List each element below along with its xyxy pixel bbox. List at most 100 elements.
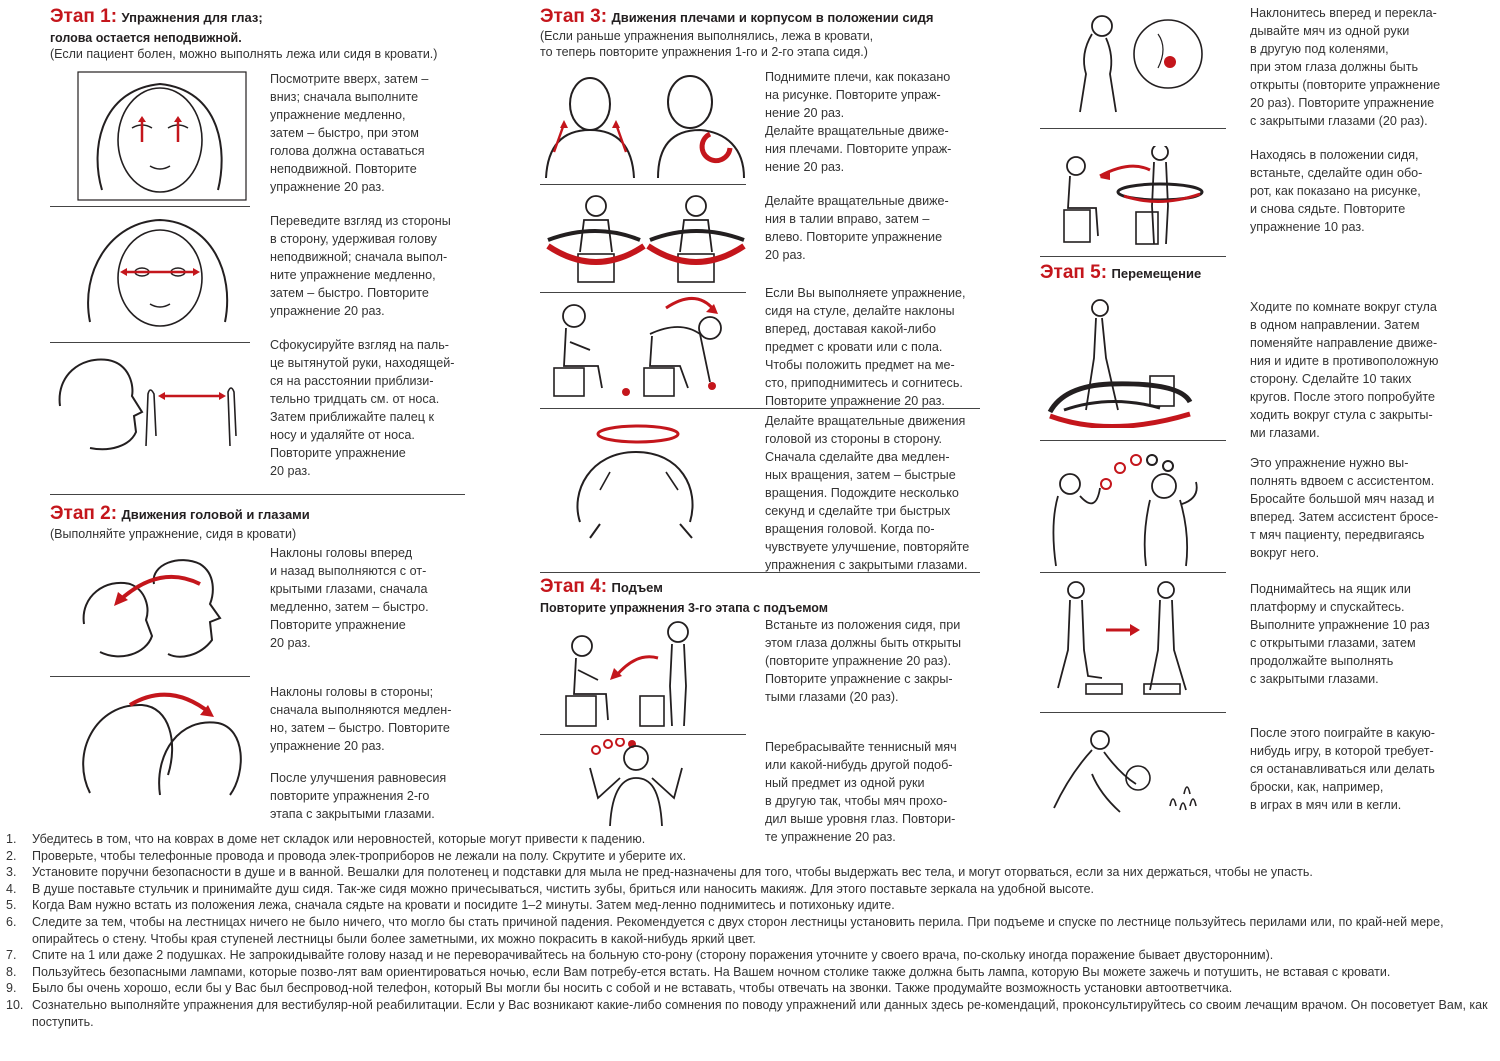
bowling-illustration: [1053, 730, 1197, 813]
exercise-stand-up: Встаньте из положения сидя, при этом гла…: [540, 616, 980, 736]
tip-text: Пользуйтесь безопасными лампами, которые…: [32, 964, 1391, 979]
tip-number: 2.: [6, 848, 17, 863]
exercise-eyes-side-to-side-text: Переведите взгляд из стороны в сторону, …: [270, 214, 451, 318]
tip-text: Следите за тем, чтобы на лестницах ничег…: [32, 914, 1444, 946]
ball-toss-illustration: [589, 738, 683, 827]
tip-text: Когда Вам нужно встать из положения лежа…: [32, 898, 895, 913]
divider: [1040, 572, 1226, 573]
face-eyes-side-illustration: [87, 218, 229, 327]
list-item: 1. Убедитесь в том, что на коврах в доме …: [6, 831, 1490, 848]
stage-3-note-2: то теперь повторите упражнения 1-го и 2-…: [540, 45, 868, 59]
stage-1-subtitle: голова остается неподвижной.: [50, 31, 242, 45]
list-item: 2. Проверьте, чтобы телефонные провода и …: [6, 848, 1490, 865]
face-eyes-up-down-illustration: [77, 71, 247, 201]
step-platform-illustration: [1057, 581, 1187, 695]
tip-text: Было бы очень хорошо, если бы у Вас был …: [32, 981, 1233, 996]
divider: [1040, 712, 1226, 713]
exercise-stand-up-text: Встаньте из положения сидя, при этом гла…: [765, 618, 962, 704]
stage-1-number: Этап 1:: [50, 6, 118, 27]
stage-5-heading: Этап 5: Перемещение: [1040, 262, 1201, 284]
stage-2-title: Движения головой и глазами: [121, 507, 310, 522]
exercise-head-side-tilt-text: Наклоны головы в стороны; сначала выполн…: [270, 685, 452, 753]
tip-text: Проверьте, чтобы телефонные провода и пр…: [32, 848, 687, 863]
exercise-finger-focus-text: Сфокусируйте взгляд на паль- це вытянуто…: [270, 338, 455, 478]
tip-number: 8.: [6, 964, 17, 979]
exercise-bend-forward: Если Вы выполняете упражнение, сидя на с…: [540, 284, 980, 414]
exercise-walk-around-chair: Ходите по комнате вокруг стула в одном н…: [1040, 298, 1480, 448]
bend-forward-illustration: [553, 297, 722, 397]
walk-around-chair-illustration: [1047, 299, 1193, 428]
divider: [540, 408, 980, 409]
stage-4-subtitle: Повторите упражнения 3-го этапа с подъем…: [540, 601, 829, 615]
tip-text: Установите поручни безопасности в душе и…: [32, 865, 1313, 880]
exercise-eyes-up-down: Посмотрите вверх, затем – вниз; сначала …: [50, 70, 470, 210]
exercise-step-platform-text: Поднимайтесь на ящик или платформу и спу…: [1250, 582, 1430, 686]
stand-up-illustration: [565, 621, 689, 727]
divider: [540, 734, 746, 735]
exercise-eyes-side-to-side: Переведите взгляд из стороны в сторону, …: [50, 212, 470, 342]
divider: [1040, 440, 1226, 441]
stage-3-title: Движения плечами и корпусом в положении …: [611, 10, 934, 25]
tip-number: 7.: [6, 948, 17, 963]
exercise-eyes-up-down-text: Посмотрите вверх, затем – вниз; сначала …: [270, 72, 429, 194]
tip-number: 1.: [6, 832, 17, 846]
exercise-head-rotation-text: Делайте вращательные движения головой из…: [765, 414, 970, 572]
exercise-head-closed-eyes-text: После улучшения равновесия повторите упр…: [270, 771, 447, 821]
exercise-walk-around-chair-text: Ходите по комнате вокруг стула в одном н…: [1250, 300, 1439, 440]
exercise-ball-under-knees-text: Наклонитесь вперед и перекла- дывайте мя…: [1250, 6, 1441, 128]
tip-number: 3.: [6, 865, 17, 880]
divider: [50, 676, 250, 677]
exercise-head-forward-back: Наклоны головы вперед и назад выполняютс…: [50, 544, 470, 674]
exercise-stand-turn-sit: Находясь в положении сидя, встаньте, сде…: [1040, 146, 1480, 254]
ball-under-knees-illustration: [1079, 15, 1203, 113]
exercise-waist-rotation-text: Делайте вращательные движе- ния в талии …: [765, 194, 949, 262]
tip-number: 10.: [6, 997, 24, 1012]
list-item: 7. Спите на 1 или даже 2 подушках. Не зап…: [6, 947, 1490, 964]
divider: [50, 494, 465, 495]
stage-4-title: Подъем: [611, 580, 663, 595]
exercise-ball-toss: Перебрасывайте теннисный мяч или какой-н…: [540, 738, 980, 848]
stage-2-number: Этап 2:: [50, 503, 118, 524]
exercise-ball-under-knees: Наклонитесь вперед и перекла- дывайте мя…: [1040, 4, 1480, 130]
stage-4-heading: Этап 4: Подъем: [540, 576, 663, 598]
exercise-shoulder-shrug: Поднимите плечи, как показано на рисунке…: [540, 68, 980, 188]
waist-rotation-illustration: [546, 195, 746, 283]
stage-4-number: Этап 4:: [540, 576, 608, 597]
exercise-head-side-tilt: Наклоны головы в стороны; сначала выполн…: [50, 683, 470, 833]
list-item: 4.В душе поставьте стульчик и принимайте…: [6, 881, 1490, 898]
divider: [540, 184, 746, 185]
exercise-ball-games: После этого поиграйте в какую- нибудь иг…: [1040, 724, 1480, 824]
exercise-head-rotation: Делайте вращательные движения головой из…: [540, 412, 980, 572]
divider: [1040, 128, 1226, 129]
tip-number: 5.: [6, 898, 17, 913]
list-item: 6. Следите за тем, чтобы на лестницах нич…: [6, 914, 1490, 947]
head-finger-focus-illustration: [58, 358, 237, 451]
exercise-waist-rotation: Делайте вращательные движе- ния в талии …: [540, 192, 980, 292]
stage-1-title: Упражнения для глаз;: [121, 10, 263, 25]
tip-text: Спите на 1 или даже 2 подушках. Не запро…: [32, 948, 1274, 963]
tip-number: 9.: [6, 981, 17, 996]
stage-1-heading: Этап 1: Упражнения для глаз;: [50, 6, 263, 28]
divider: [540, 292, 746, 293]
list-item: 5. Когда Вам нужно встать из положения ле…: [6, 897, 1490, 914]
stand-turn-illustration: [1063, 146, 1204, 245]
exercise-throw-big-ball-text: Это упражнение нужно вы- полнять вдвоем …: [1250, 456, 1439, 560]
stage-5-title: Перемещение: [1111, 266, 1202, 281]
list-item: 8. Пользуйтесь безопасными лампами, котор…: [6, 964, 1490, 981]
tip-number: 6.: [6, 914, 17, 929]
stage-1-note: (Если пациент болен, можно выполнять леж…: [50, 47, 438, 61]
shoulders-illustration: [545, 75, 745, 179]
divider: [1040, 256, 1226, 257]
exercise-bend-forward-text: Если Вы выполняете упражнение, сидя на с…: [765, 286, 966, 408]
exercise-throw-big-ball: Это упражнение нужно вы- полнять вдвоем …: [1040, 454, 1480, 574]
safety-tips-list: 1. Убедитесь в том, что на коврах в доме …: [6, 831, 1490, 1030]
stage-2-heading: Этап 2: Движения головой и глазами: [50, 503, 310, 525]
list-item: 9. Было бы очень хорошо, если бы у Вас бы…: [6, 980, 1490, 997]
tip-number: 4.: [6, 881, 17, 896]
throw-ball-illustration: [1052, 454, 1198, 567]
exercise-stand-turn-sit-text: Находясь в положении сидя, встаньте, сде…: [1250, 148, 1423, 234]
exercise-finger-focus: Сфокусируйте взгляд на паль- це вытянуто…: [50, 336, 470, 486]
exercise-shoulder-shrug-text: Поднимите плечи, как показано на рисунке…: [765, 70, 952, 174]
tip-text: Убедитесь в том, что на коврах в доме не…: [32, 832, 646, 846]
divider: [50, 342, 250, 343]
